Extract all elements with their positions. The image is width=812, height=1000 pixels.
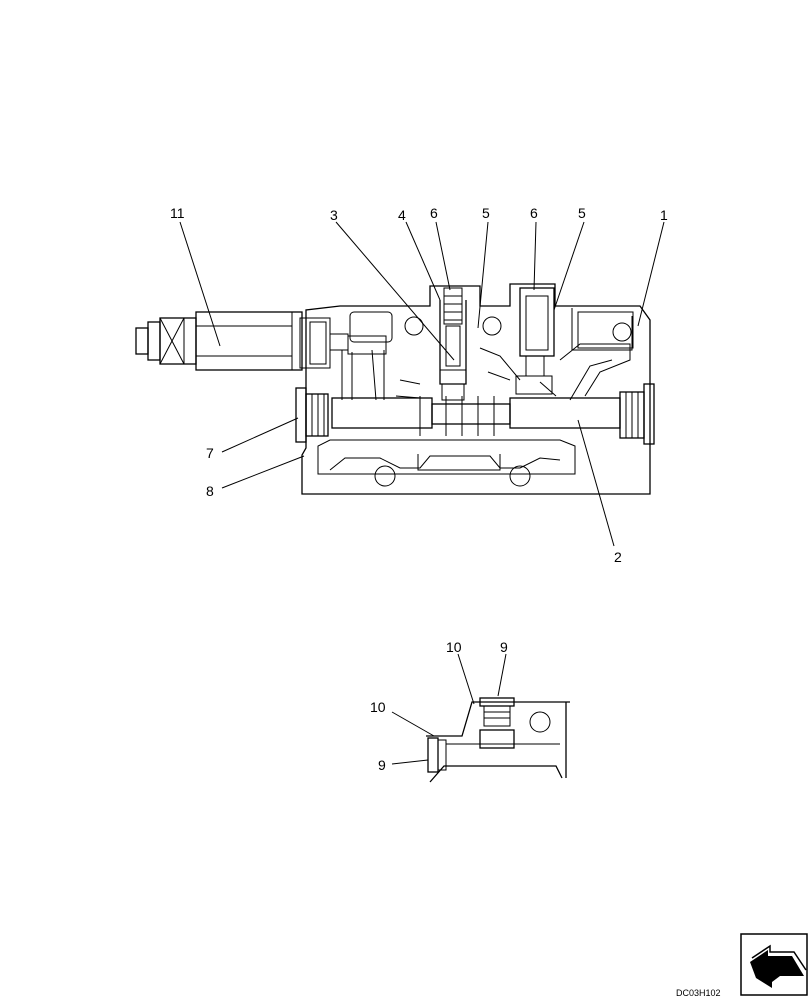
callout-11: 11: [170, 205, 185, 221]
valve-detail-view: [426, 697, 570, 783]
callout-6-left: 6: [430, 205, 438, 221]
callout-detail-10-left: 10: [370, 699, 386, 715]
callout-2: 2: [614, 549, 622, 565]
callout-6-right: 6: [530, 205, 538, 221]
leader-lines-detail: [391, 653, 507, 765]
page-turn-arrow-icon[interactable]: [740, 933, 808, 996]
callout-5-left: 5: [482, 205, 490, 221]
callout-detail-9-left: 9: [378, 757, 386, 773]
callout-detail-9-top: 9: [500, 639, 508, 655]
valve-assembly-main: [135, 283, 655, 495]
callout-4: 4: [398, 207, 406, 223]
spool-2: [331, 396, 621, 436]
solenoid-plug-11: [135, 311, 303, 371]
callout-1: 1: [660, 207, 668, 223]
callout-8: 8: [206, 483, 214, 499]
callout-7: 7: [206, 445, 214, 461]
drawing-code: DC03H102: [676, 988, 721, 998]
callout-detail-10-top: 10: [446, 639, 462, 655]
check-valve-assembly: [515, 287, 555, 395]
end-plug-left: [295, 387, 329, 443]
callout-3: 3: [330, 207, 338, 223]
leader-lines-main: [179, 221, 665, 547]
relief-valve-assembly: [439, 287, 467, 401]
callouts-detail: 10 9 10 9: [370, 639, 508, 773]
callout-5-right: 5: [578, 205, 586, 221]
end-plug-right: [619, 383, 655, 445]
callouts-main: 11 3 4 6 5 6 5 1 7 8 2: [170, 205, 668, 565]
